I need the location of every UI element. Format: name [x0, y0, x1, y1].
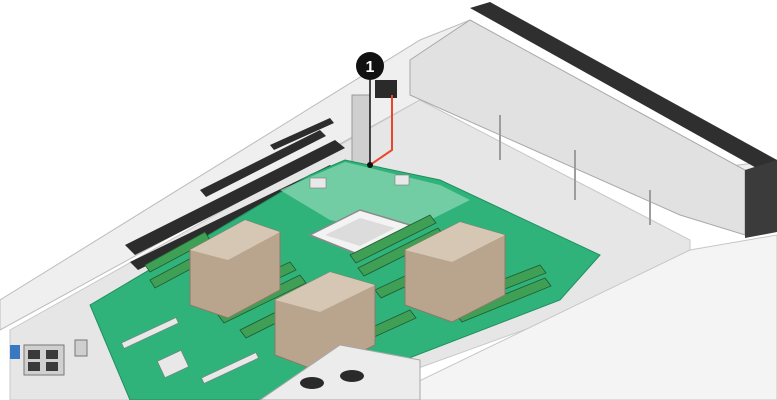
- callout-badge: [356, 52, 384, 80]
- io-port-blue: [10, 345, 20, 359]
- fan-slot: [270, 118, 334, 150]
- io-port: [46, 362, 58, 371]
- callout-anchor-dot: [367, 162, 373, 168]
- fan-slot: [200, 130, 326, 197]
- fan-slot: [125, 140, 345, 255]
- rear-io: [10, 339, 88, 376]
- air-duct: [259, 344, 421, 400]
- chassis-side-wall: [379, 234, 777, 400]
- dimm-bank: [455, 277, 552, 323]
- riser-bracket-dark: [375, 80, 397, 98]
- connector: [309, 177, 327, 189]
- cpu-socket-inner: [325, 218, 395, 246]
- connector: [394, 174, 410, 186]
- dimm-bank: [349, 214, 437, 264]
- io-port: [46, 350, 58, 359]
- drive-cage-front-panel: [745, 160, 777, 238]
- cable: [369, 95, 393, 166]
- io-port-vga: [74, 339, 88, 357]
- duct-hole: [300, 377, 324, 389]
- connector: [121, 317, 179, 349]
- duct-hole: [340, 370, 364, 382]
- heatsink-1: [189, 219, 281, 319]
- connector: [201, 352, 259, 384]
- heatsinks: [189, 219, 506, 373]
- callout-1: 1: [356, 52, 393, 168]
- callout-number: 1: [366, 59, 375, 76]
- drive-cage-top: [470, 2, 777, 170]
- io-port: [28, 350, 40, 359]
- riser-bracket: [351, 94, 371, 166]
- pcb-components: [121, 174, 410, 384]
- io-port: [28, 362, 40, 371]
- heatsink-3: [404, 221, 506, 323]
- chip: [157, 349, 189, 379]
- pcb-highlight: [280, 162, 470, 235]
